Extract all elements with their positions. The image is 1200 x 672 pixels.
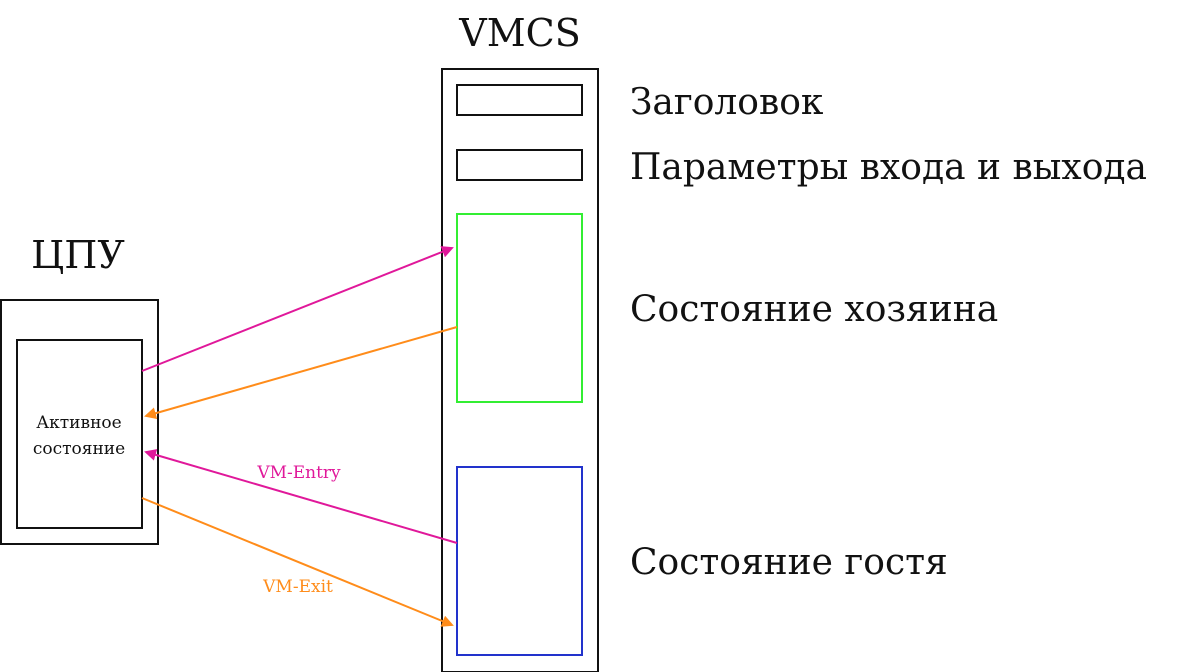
vm-exit-arrow	[141, 497, 454, 627]
vm-exit-label: VM-Exit	[262, 577, 333, 597]
host-to-cpu-arrow	[144, 326, 458, 420]
vm-entry-label: VM-Entry	[256, 463, 341, 483]
cpu-title: ЦПУ	[31, 233, 125, 277]
vmcs-outer-box	[441, 68, 599, 672]
cpu-block: ЦПУ Активное состояние	[0, 233, 159, 545]
header-label: Заголовок	[630, 82, 824, 123]
vmcs-title: VMCS	[458, 11, 580, 55]
vm-entry-arrow	[144, 449, 458, 544]
active-state-label-line2: состояние	[33, 439, 125, 459]
guest-state-label: Состояние гостя	[630, 542, 948, 583]
cpu-to-host-arrow	[141, 246, 454, 372]
header-field-box	[456, 84, 583, 116]
entry-exit-field-box	[456, 149, 583, 181]
active-state-label-line1: Активное	[36, 413, 121, 433]
entry-exit-label: Параметры входа и выхода	[630, 147, 1147, 188]
cpu-outer-box	[0, 299, 159, 545]
arrows: VM-Entry VM-Exit	[141, 246, 458, 627]
host-state-box	[456, 213, 583, 403]
host-state-label: Состояние хозяина	[630, 289, 998, 330]
guest-state-box	[456, 466, 583, 656]
vmcs-block: VMCS Заголовок Параметры входа и выхода …	[441, 11, 1147, 672]
active-state-box	[16, 339, 143, 529]
